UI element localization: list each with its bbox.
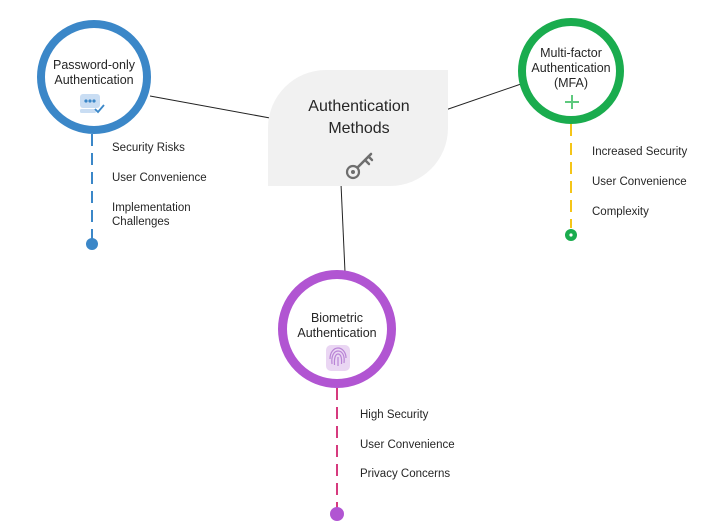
password-item: User Convenience xyxy=(112,172,207,184)
bio-node-title: Biometric Authentication xyxy=(297,311,377,340)
bio-item: High Security xyxy=(360,409,429,421)
key-icon xyxy=(345,152,374,180)
plus-icon xyxy=(565,95,579,109)
stem-end-password xyxy=(86,238,98,250)
stem-end-bio xyxy=(330,507,344,521)
password-icon xyxy=(80,94,105,114)
mfa-item: Complexity xyxy=(592,206,649,218)
password-item: Security Risks xyxy=(112,142,185,154)
connector-password xyxy=(149,95,271,119)
stem-end-mfa-dot xyxy=(569,233,573,237)
bio-item: Privacy Concerns xyxy=(360,468,451,480)
connector-bio xyxy=(340,183,346,273)
mfa-item: Increased Security xyxy=(592,146,688,158)
mfa-node-title: Multi-factor Authentication (MFA) xyxy=(531,46,611,90)
fingerprint-icon xyxy=(326,345,350,371)
mfa-item: User Convenience xyxy=(592,176,687,188)
password-node-title: Password-only Authentication xyxy=(53,58,135,87)
password-item: Implementation Challenges xyxy=(112,202,191,228)
password-node-ring xyxy=(37,20,151,134)
central-title: Authentication Methods xyxy=(308,98,410,137)
bio-item: User Convenience xyxy=(360,439,455,451)
